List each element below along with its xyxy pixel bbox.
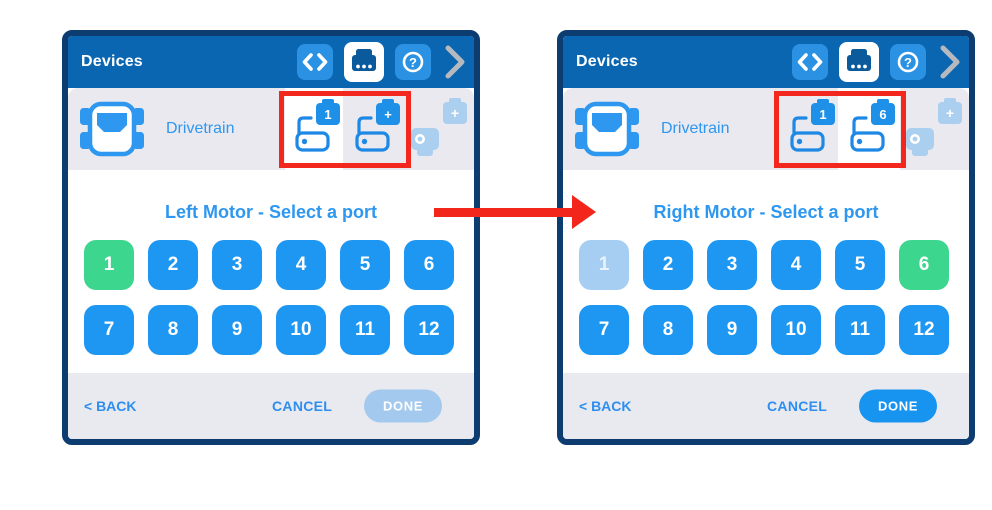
- brain-icon[interactable]: [839, 42, 879, 82]
- motor-port-badge: +: [376, 99, 400, 125]
- page-title: Devices: [576, 53, 638, 70]
- svg-text:?: ?: [409, 55, 417, 70]
- port-select-title: Right Motor - Select a port: [653, 202, 879, 222]
- port-select-title: Left Motor - Select a port: [164, 202, 377, 222]
- dialog-footer: < BACK CANCEL DONE: [68, 373, 474, 439]
- port-button-12[interactable]: 12: [899, 305, 949, 355]
- motor-icon: 6: [845, 99, 895, 157]
- back-button[interactable]: < BACK: [579, 398, 632, 414]
- port-grid: 1 2 3 4 5 6 7 8 9 10 11 12: [84, 240, 462, 355]
- help-icon[interactable]: ?: [890, 44, 926, 80]
- code-icon[interactable]: [792, 44, 828, 80]
- header-icons: ?: [297, 36, 468, 88]
- drivetrain-label: Drivetrain: [661, 120, 730, 137]
- port-button-4[interactable]: 4: [771, 240, 821, 290]
- chevron-right-icon[interactable]: [937, 42, 963, 82]
- port-button-12[interactable]: 12: [404, 305, 454, 355]
- motor-tab-left-motor[interactable]: 1: [780, 88, 838, 170]
- code-icon[interactable]: [297, 44, 333, 80]
- port-button-3[interactable]: 3: [707, 240, 757, 290]
- port-grid: 1 2 3 4 5 6 7 8 9 10 11 12: [579, 240, 957, 355]
- port-button-9[interactable]: 9: [707, 305, 757, 355]
- brain-icon[interactable]: [344, 42, 384, 82]
- port-button-5[interactable]: 5: [340, 240, 390, 290]
- port-button-10[interactable]: 10: [771, 305, 821, 355]
- motor-icon: 1: [785, 99, 835, 157]
- svg-text:?: ?: [904, 55, 912, 70]
- annotation-arrow-shaft: [434, 208, 574, 217]
- port-button-2[interactable]: 2: [148, 240, 198, 290]
- drivetrain-row: Drivetrain 1 +: [68, 88, 474, 170]
- port-button-7[interactable]: 7: [84, 305, 134, 355]
- port-button-8[interactable]: 8: [643, 305, 693, 355]
- port-button-10[interactable]: 10: [276, 305, 326, 355]
- port-button-11[interactable]: 11: [340, 305, 390, 355]
- port-button-6[interactable]: 6: [899, 240, 949, 290]
- motor-tab-right-motor[interactable]: +: [343, 88, 405, 170]
- add-device-badge: +: [443, 98, 467, 124]
- drivetrain-label: Drivetrain: [166, 120, 235, 137]
- cancel-button[interactable]: CANCEL: [272, 398, 333, 414]
- port-button-1[interactable]: 1: [579, 240, 629, 290]
- drivetrain-row: Drivetrain 1 6: [563, 88, 969, 170]
- port-button-2[interactable]: 2: [643, 240, 693, 290]
- dialog-footer: < BACK CANCEL DONE: [563, 373, 969, 439]
- help-icon[interactable]: ?: [395, 44, 431, 80]
- port-button-5[interactable]: 5: [835, 240, 885, 290]
- port-button-9[interactable]: 9: [212, 305, 262, 355]
- motor-port-badge: 1: [811, 99, 835, 125]
- drivetrain-icon: [80, 101, 144, 157]
- cancel-button[interactable]: CANCEL: [767, 398, 828, 414]
- port-button-3[interactable]: 3: [212, 240, 262, 290]
- motor-tab-right-motor[interactable]: 6: [838, 88, 900, 170]
- port-button-11[interactable]: 11: [835, 305, 885, 355]
- motor-icon: 1: [290, 99, 340, 157]
- port-button-6[interactable]: 6: [404, 240, 454, 290]
- page-title: Devices: [81, 53, 143, 70]
- port-button-1[interactable]: 1: [84, 240, 134, 290]
- motor-port-badge: 1: [316, 99, 340, 125]
- panel-header: Devices ?: [68, 36, 474, 88]
- port-button-7[interactable]: 7: [579, 305, 629, 355]
- motor-icon: +: [350, 99, 400, 157]
- add-device-icon[interactable]: +: [904, 98, 964, 158]
- done-button[interactable]: DONE: [364, 389, 442, 423]
- motor-port-badge: 6: [871, 99, 895, 125]
- device-config-panel-left: Devices ?: [62, 30, 480, 445]
- panel-header: Devices ?: [563, 36, 969, 88]
- motor-tab-left-motor[interactable]: 1: [285, 88, 343, 170]
- header-icons: ?: [792, 36, 963, 88]
- port-button-8[interactable]: 8: [148, 305, 198, 355]
- back-button[interactable]: < BACK: [84, 398, 137, 414]
- done-button[interactable]: DONE: [859, 389, 937, 423]
- annotation-arrow-head: [572, 195, 596, 229]
- port-button-4[interactable]: 4: [276, 240, 326, 290]
- drivetrain-icon: [575, 101, 639, 157]
- device-config-panel-right: Devices ?: [557, 30, 975, 445]
- add-device-badge: +: [938, 98, 962, 124]
- add-device-icon[interactable]: +: [409, 98, 469, 158]
- chevron-right-icon[interactable]: [442, 42, 468, 82]
